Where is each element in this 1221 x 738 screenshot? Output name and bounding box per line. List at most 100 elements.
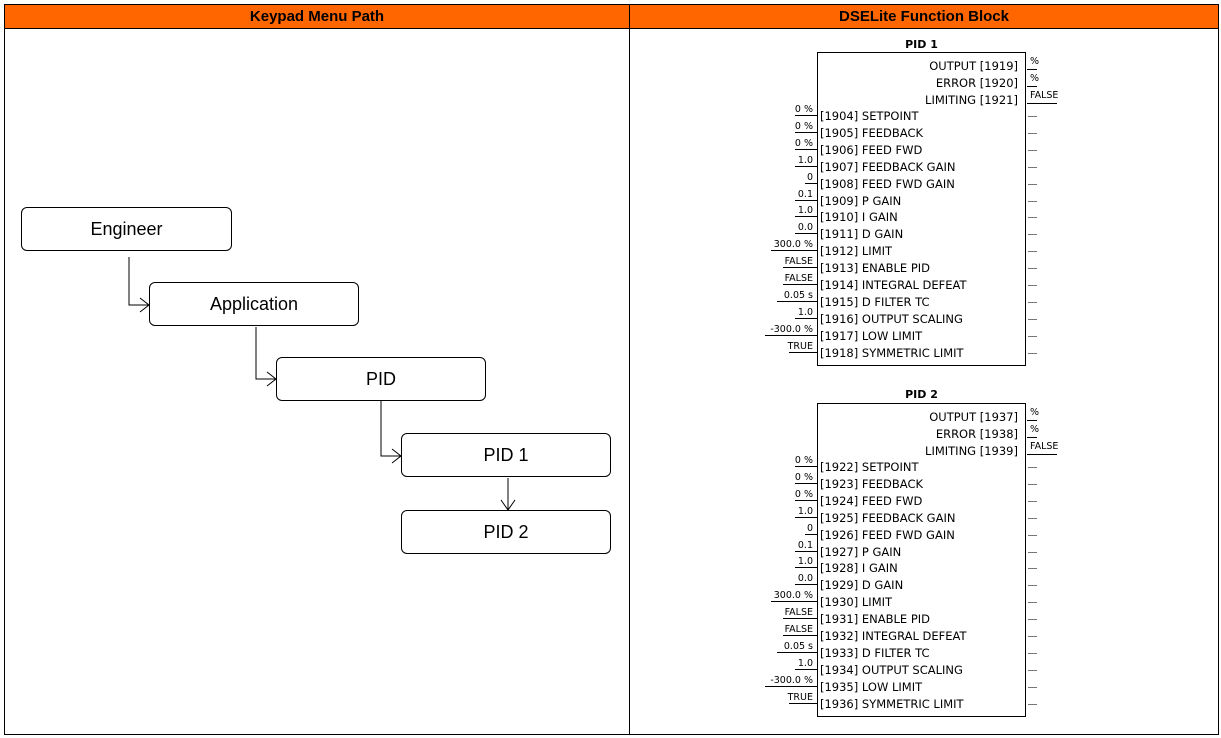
input-value-underline [783,284,817,285]
output-stub [1028,500,1037,502]
input-symmetric-limit: [1918] SYMMETRIC LIMIT [820,345,964,360]
output-stub [1028,551,1037,553]
output-value: FALSE [1030,440,1059,452]
input-value[interactable]: -300.0 % [770,323,813,335]
input-value[interactable]: FALSE [784,273,813,284]
input-value[interactable]: -300.0 % [770,674,813,686]
output-value: % [1030,56,1040,67]
input-feedback: [1905] FEEDBACK [820,125,924,140]
input-value[interactable]: FALSE [784,624,813,635]
input-value[interactable]: 300.0 % [773,239,813,251]
input-value[interactable]: 0 % [794,488,813,500]
input-integral-defeat: [1932] INTEGRAL DEFEAT [820,629,967,643]
input-value[interactable]: 1.0 [797,505,813,517]
input-value[interactable]: 0 [806,171,813,183]
output-stub [1028,268,1037,270]
input-value-underline [795,550,817,552]
output-stub [1028,534,1037,536]
input-value-underline [765,334,817,336]
output-value: % [1030,72,1040,84]
menu-item-engineer[interactable]: Engineer [21,207,232,251]
header-dselite-function-block: DSELite Function Block [630,5,1218,29]
input-value[interactable]: 0 % [794,120,813,132]
input-value[interactable]: 0.1 [797,539,813,551]
input-setpoint: [1904] SETPOINT [820,109,919,123]
input-value[interactable]: 1.0 [797,154,813,166]
output-stub [1028,686,1037,688]
output-connector [1027,102,1057,104]
input-value-underline [789,351,817,353]
input-value[interactable]: 0 % [794,137,813,149]
output-error: ERROR [1938] [935,426,1018,441]
input-value-underline [789,702,817,704]
output-stub [1028,619,1037,621]
input-value-underline [795,668,817,670]
output-connector [1027,453,1057,455]
connector-pid-pid1 [380,401,401,457]
output-stub [1028,352,1037,354]
output-stub [1028,318,1037,320]
function-block-title: PID 1 [905,38,938,51]
output-stub [1028,585,1037,587]
input-feed-fwd: [1906] FEED FWD [820,142,923,157]
output-connector [1027,436,1037,438]
input-enable-pid: [1931] ENABLE PID [820,612,931,627]
output-stub [1028,217,1037,219]
input-enable-pid: [1913] ENABLE PID [820,261,931,276]
input-feedback-gain: [1907] FEEDBACK GAIN [820,159,956,174]
output-value: FALSE [1030,89,1059,101]
input-value[interactable]: FALSE [784,256,813,268]
input-value-underline [795,317,817,319]
input-value[interactable]: 1.0 [797,306,813,318]
input-value-underline [795,516,817,518]
menu-item-pid[interactable]: PID [276,357,486,401]
input-value-underline [795,567,817,569]
input-value-underline [795,499,817,501]
input-value[interactable]: TRUE [787,691,813,703]
input-value-underline [783,618,817,620]
output-output: OUTPUT [1937] [929,410,1018,424]
output-stub [1028,116,1037,117]
output-connector [1027,85,1037,87]
input-value[interactable]: 0 [806,522,813,534]
input-value-underline [771,250,817,252]
output-stub [1028,285,1037,286]
input-value[interactable]: 0 % [794,104,813,115]
output-output: OUTPUT [1919] [929,59,1018,73]
input-value[interactable]: 0 % [794,471,813,483]
input-value[interactable]: 0.0 [797,222,813,234]
input-value[interactable]: TRUE [787,340,813,352]
connector-engineer-application [128,257,149,306]
input-value[interactable]: 1.0 [797,657,813,669]
input-value[interactable]: FALSE [784,607,813,619]
input-integral-defeat: [1914] INTEGRAL DEFEAT [820,278,967,292]
input-value[interactable]: 0.05 s [783,289,813,301]
output-connector [1027,420,1037,421]
input-value-underline [795,165,817,167]
input-output-scaling: [1916] OUTPUT SCALING [820,311,963,326]
output-stub [1028,234,1037,236]
input-value[interactable]: 300.0 % [773,590,813,602]
output-stub [1028,467,1037,468]
input-value[interactable]: 0 % [794,455,813,466]
output-stub [1028,568,1037,570]
output-stub [1028,483,1037,485]
menu-item-pid-2[interactable]: PID 2 [401,510,611,554]
input-limit: [1912] LIMIT [820,244,893,259]
input-value[interactable]: 1.0 [797,205,813,217]
input-feedback-gain: [1925] FEEDBACK GAIN [820,510,956,525]
input-value[interactable]: 0.05 s [783,640,813,652]
menu-item-pid-1[interactable]: PID 1 [401,433,611,477]
output-stub [1028,517,1037,519]
menu-item-application[interactable]: Application [149,282,359,326]
input-d-filter-tc: [1933] D FILTER TC [820,645,930,660]
output-stub [1028,703,1037,705]
output-connector [1027,69,1037,70]
function-block-title: PID 2 [905,388,938,401]
input-value-underline [783,267,817,269]
input-low-limit: [1935] LOW LIMIT [820,679,923,694]
input-value[interactable]: 0.1 [797,188,813,200]
input-value[interactable]: 0.0 [797,573,813,585]
input-value-underline [795,148,817,150]
input-value[interactable]: 1.0 [797,556,813,568]
